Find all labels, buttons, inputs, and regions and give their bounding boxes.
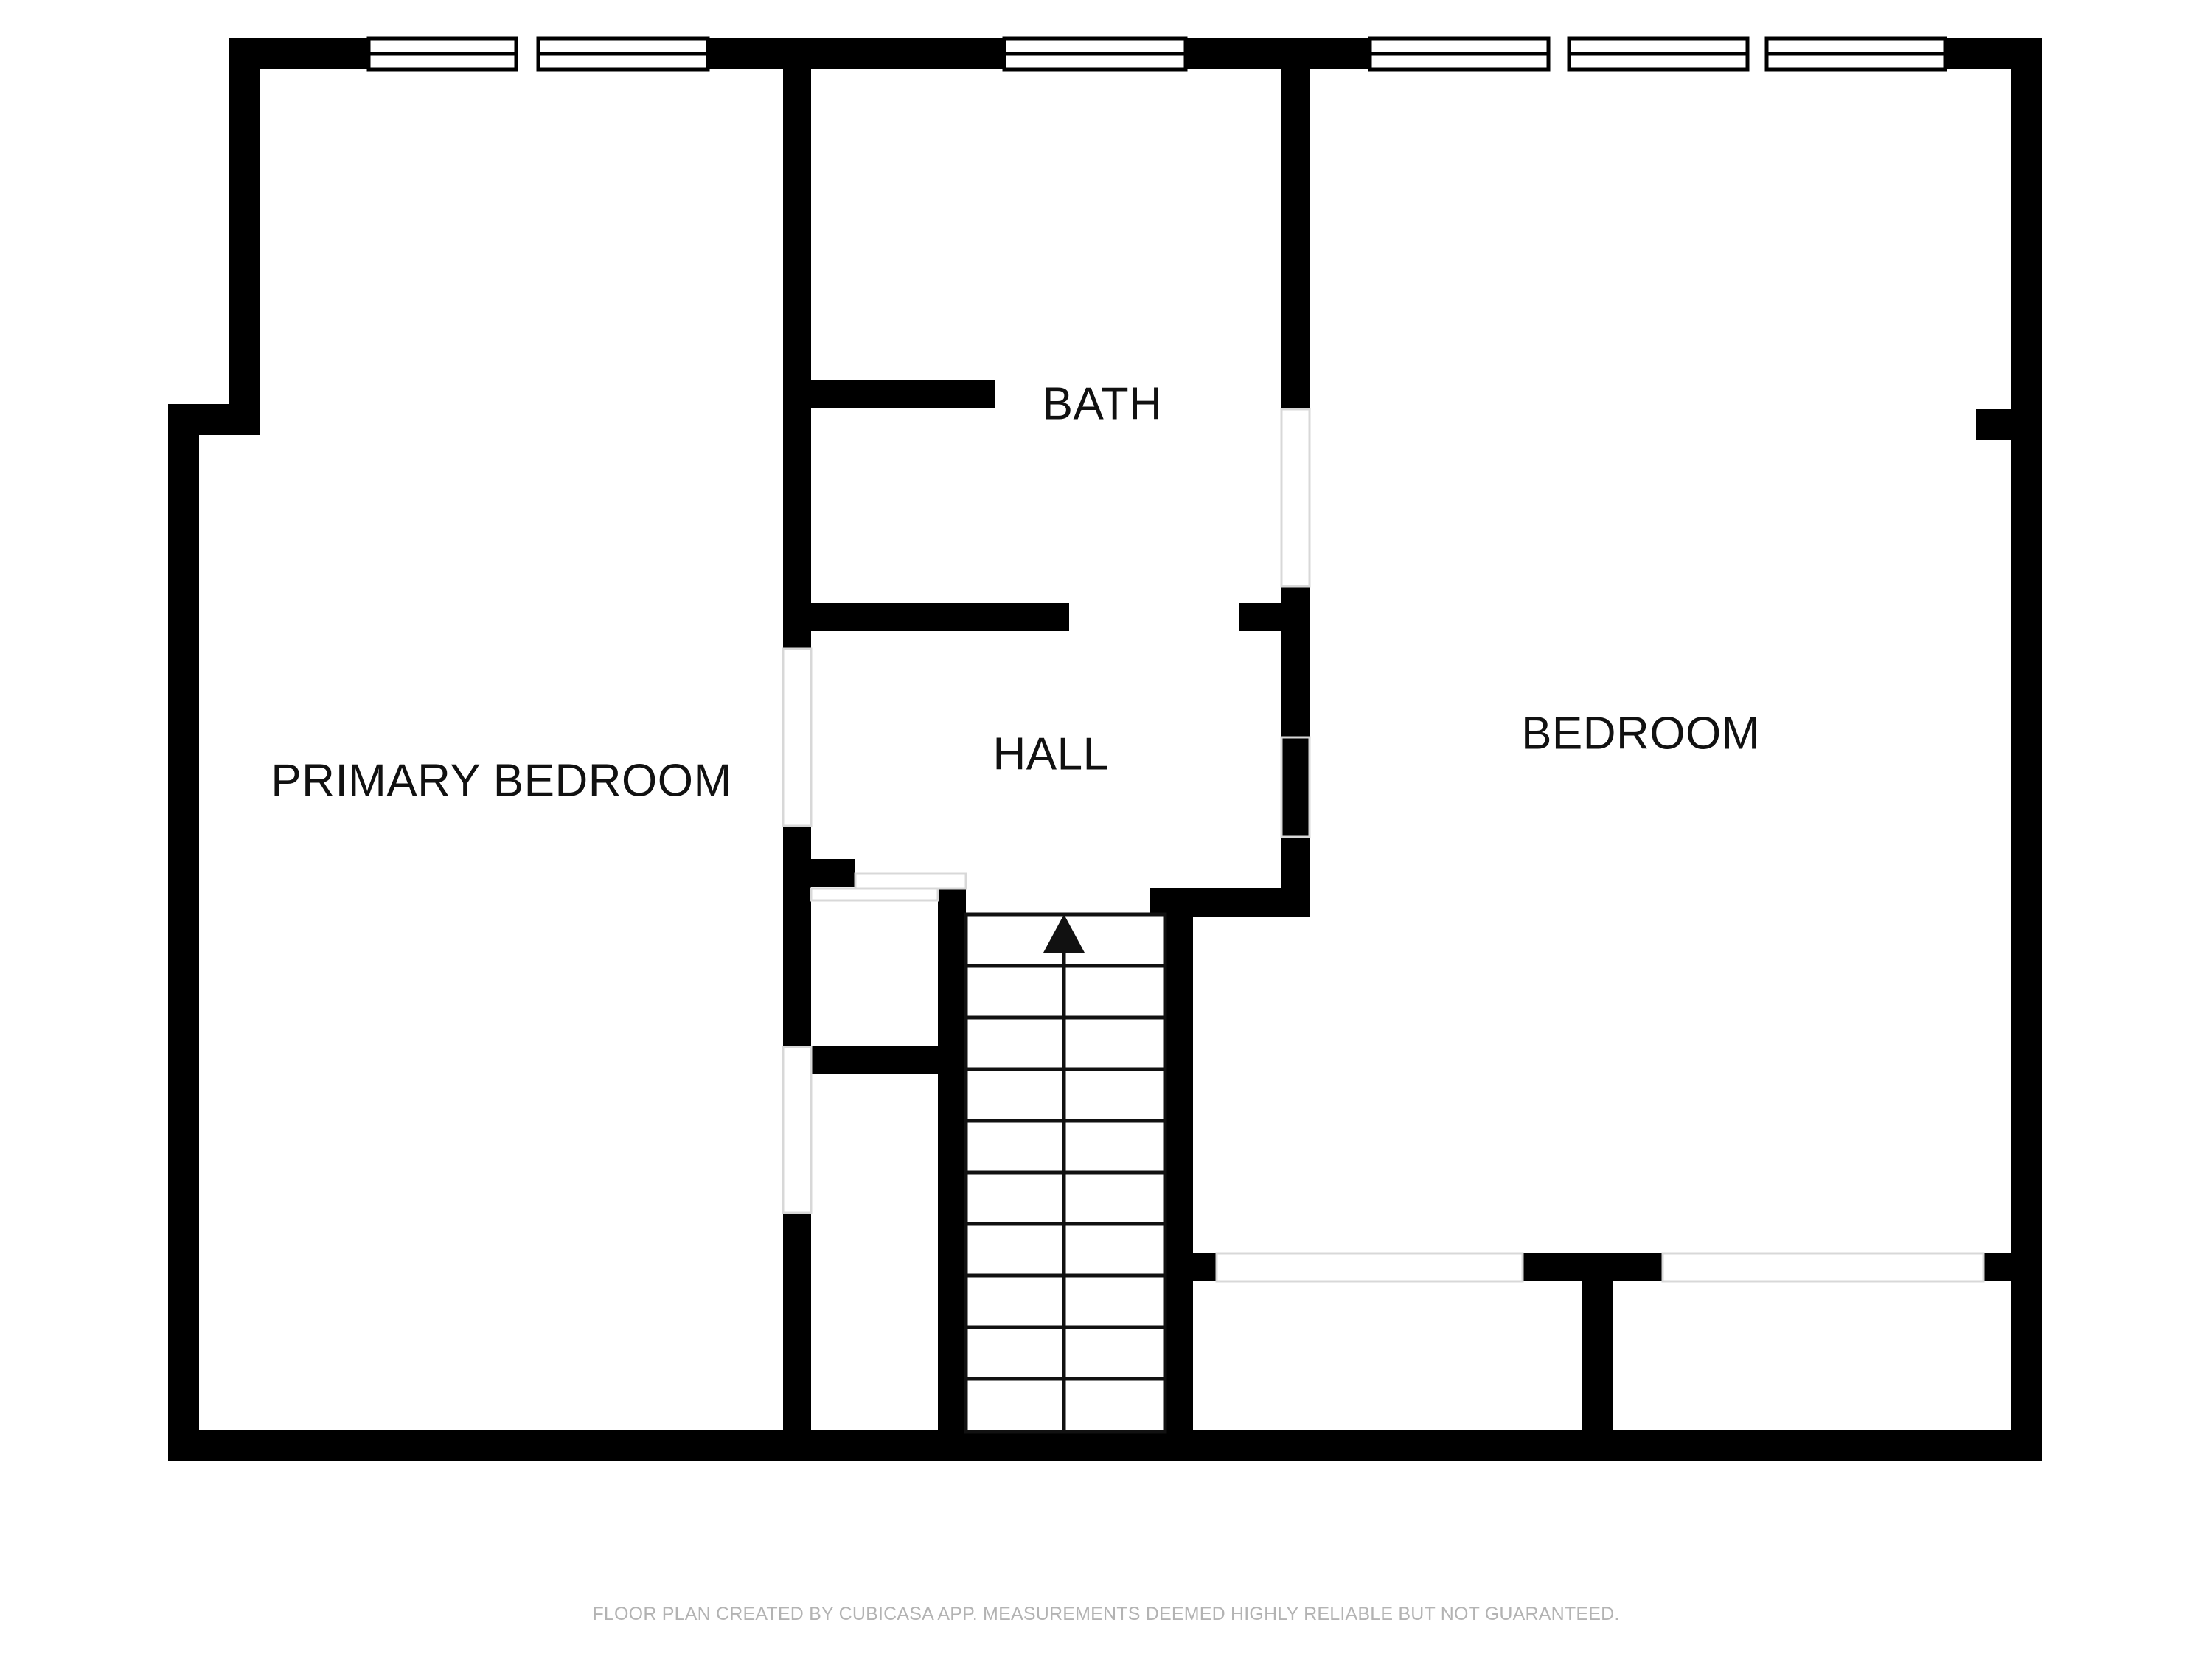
bath-floor [811,38,1298,621]
exterior-wall-bottom [168,1430,2042,1461]
opening-bedroom-closet2-outline [1661,1252,1985,1283]
opening-bedroom-closet-outline [1215,1252,1524,1283]
exterior-wall-top-seg-b [1186,38,1370,69]
room-labels: PRIMARY BEDROOM BATH HALL BEDROOM [271,378,1760,806]
doorway-bath-hall-outline [1280,408,1311,588]
bedroom-floor [1298,38,2042,1430]
walls [168,38,2042,1461]
opening-hall-primary-low-outline [810,887,939,902]
window-primary-bedroom-top [366,36,710,72]
interior-wall-hall-north-stub [1239,603,1281,631]
interior-wall-bedroom-closet-stub-left [1172,1253,1217,1281]
interior-wall-closet-top [811,859,855,887]
interior-wall-bedroom-closet-divider [1582,1253,1613,1432]
room-label-hall: HALL [992,728,1108,779]
disclaimer-text: FLOOR PLAN CREATED BY CUBICASA APP. MEAS… [592,1604,1620,1624]
room-floors [168,38,2042,1430]
interior-wall-bath-east-a [1281,38,1310,409]
stair-wall-left [938,888,966,1432]
interior-wall-primary-right-c [783,1213,811,1432]
window-bedroom-top-right [1764,36,1947,72]
doorway-hall-bedroom-outline [1280,736,1311,838]
interior-wall-bedroom-closet-stub-right [1983,1253,2042,1281]
exterior-wall-top-seg-a [708,38,1004,69]
interior-wall-bath-partition [811,380,995,408]
primary-bedroom-floor [168,38,811,1430]
exterior-wall-right-lower [2011,409,2042,1461]
room-label-bedroom: BEDROOM [1521,708,1760,759]
doorway-hall-primary-outline [782,647,813,827]
exterior-wall-left-lower [168,404,199,1430]
window-bedroom-top-mid [1567,36,1750,72]
exterior-wall-left-upper [229,38,260,407]
interior-wall-bath-south [811,603,1069,631]
window-bath-top [1002,36,1188,72]
opening-outlines [782,408,1985,1283]
exterior-wall-right-upper [2011,38,2042,440]
interior-wall-primary-right-b [783,826,811,1047]
room-label-bath: BATH [1043,378,1163,429]
interior-wall-primary-right-a [783,38,811,649]
room-label-primary-bedroom: PRIMARY BEDROOM [271,755,731,806]
stair-up-arrow-icon [1043,914,1085,953]
doorway-primary-closet-outline [782,1046,813,1214]
staircase [964,912,1167,1434]
windows [366,36,1947,72]
stair-wall-right [1165,888,1193,1432]
window-bedroom-top-left [1368,36,1551,72]
interior-wall-closet-base [811,1046,966,1074]
